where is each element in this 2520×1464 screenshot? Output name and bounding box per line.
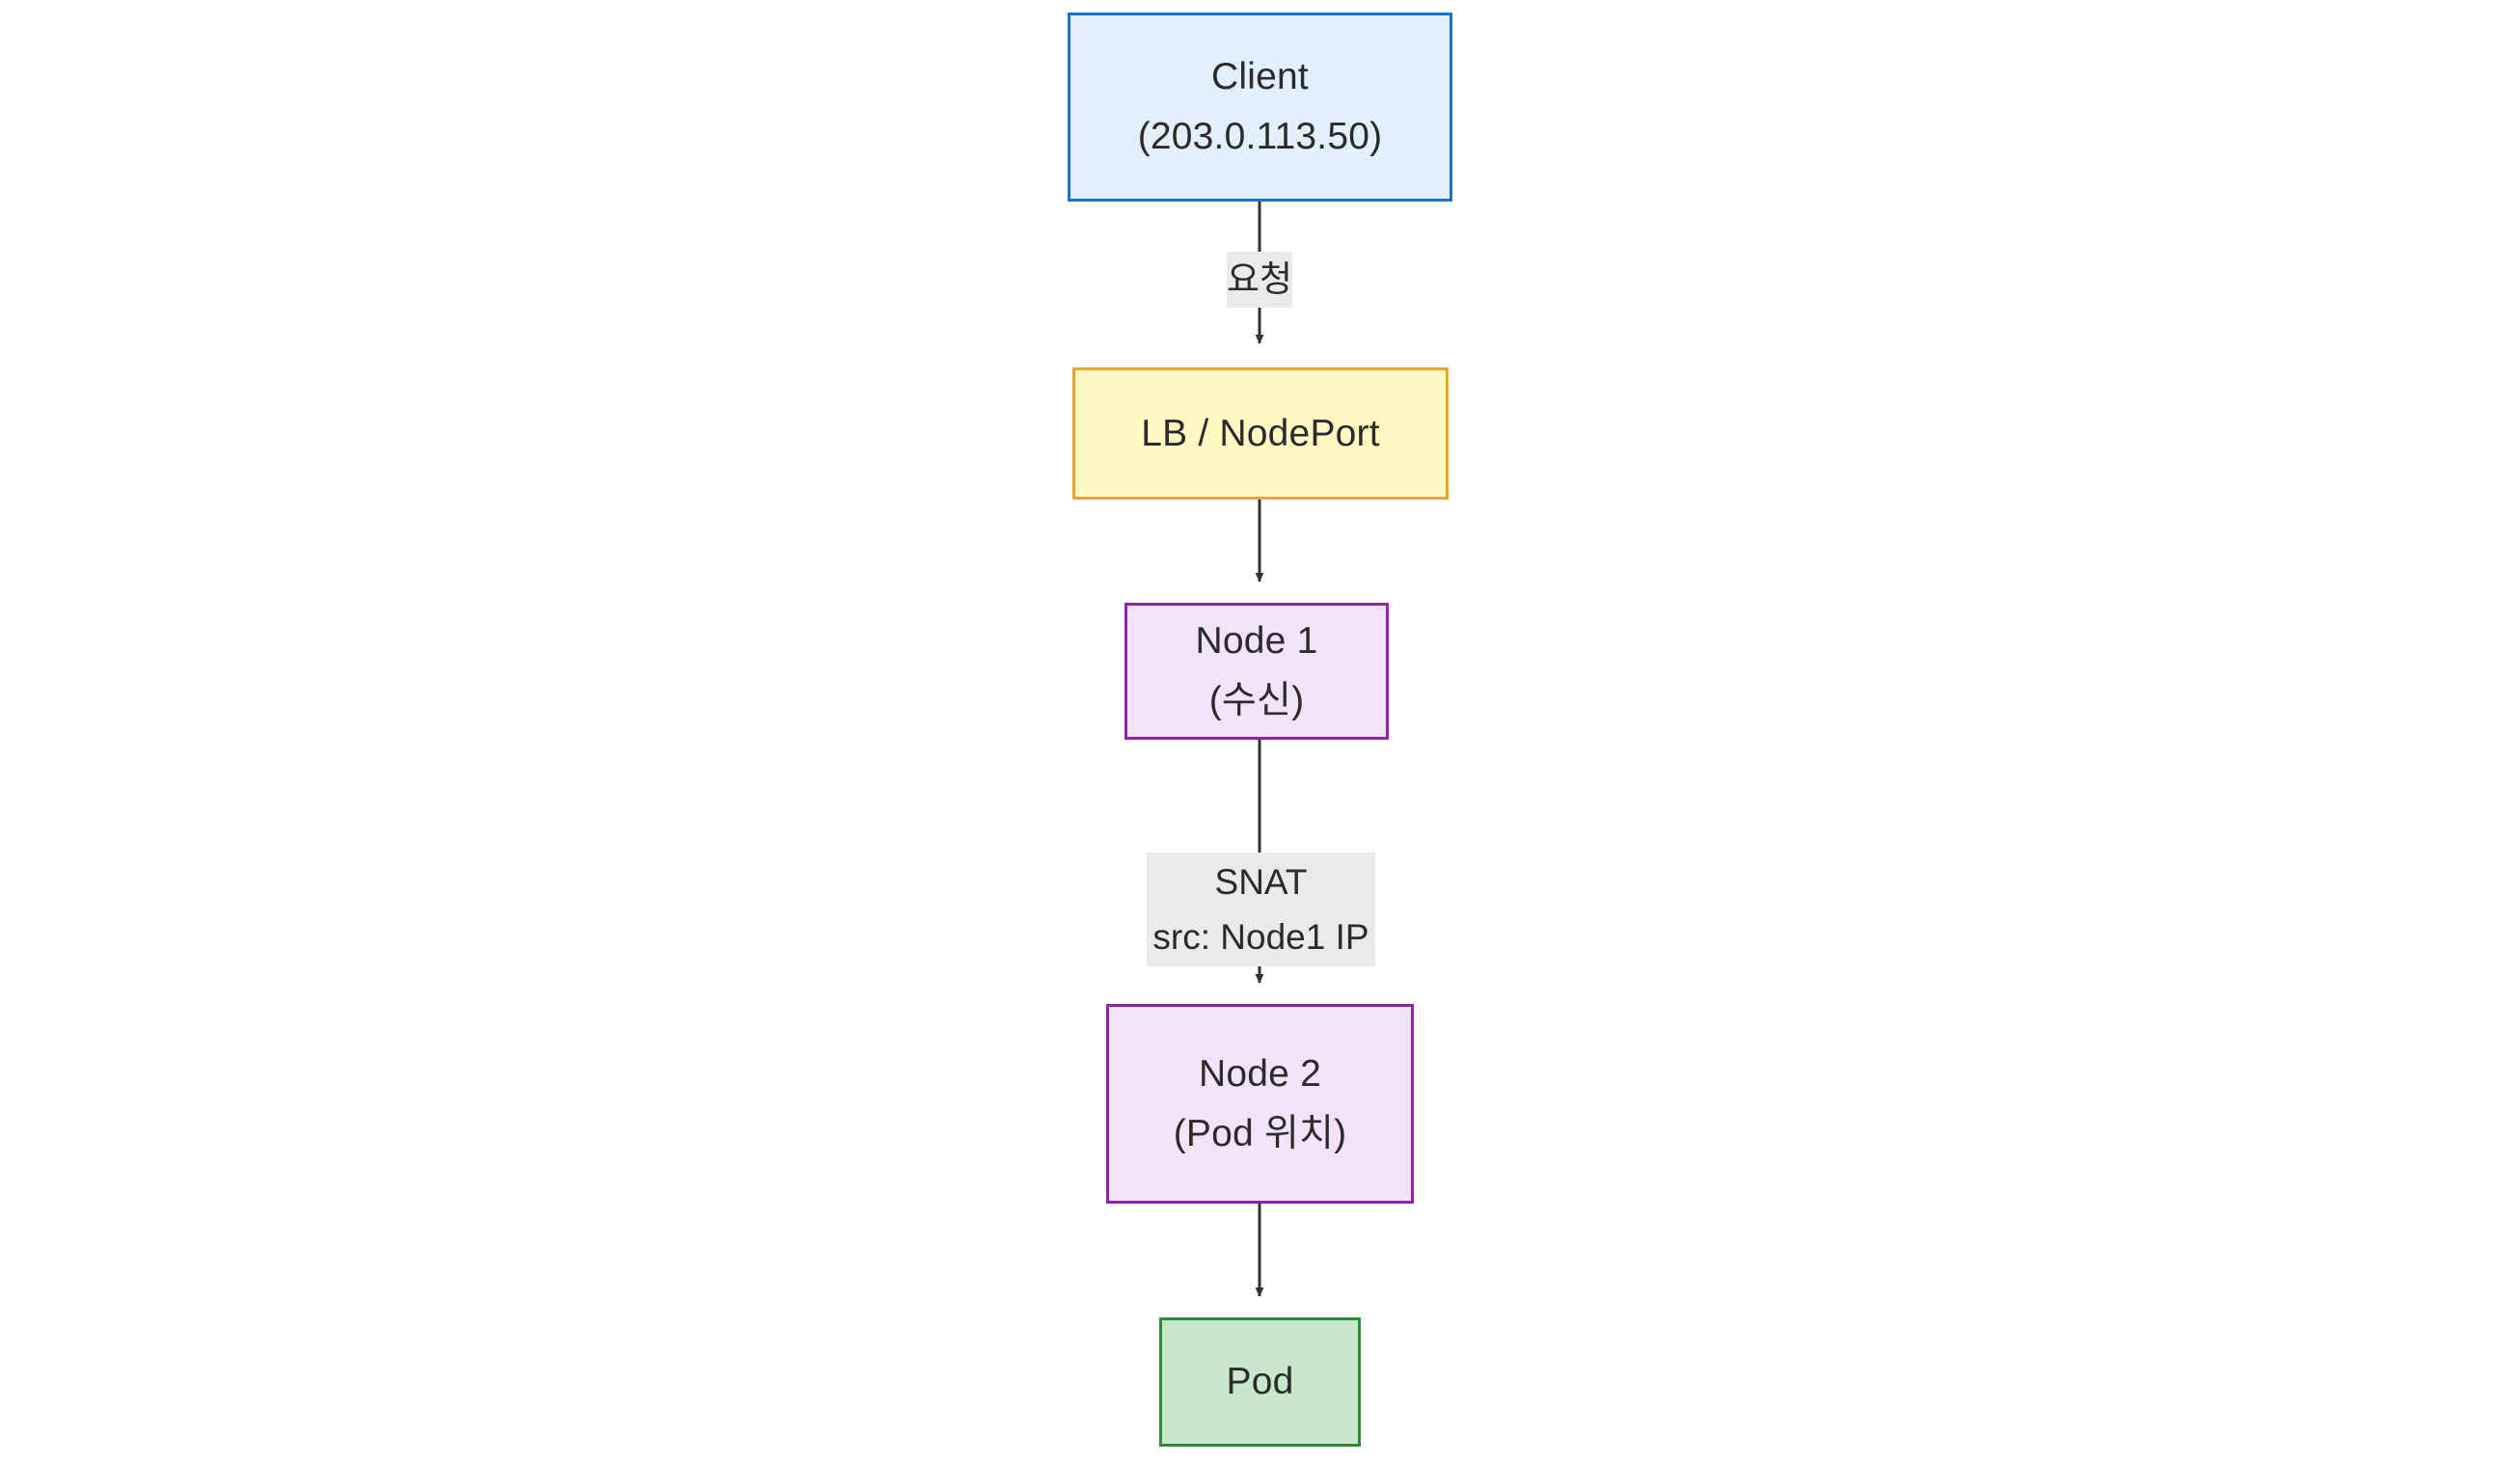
edge-label-snat-line-1: SNAT: [1214, 861, 1308, 902]
node-client-title: Client: [1211, 56, 1309, 98]
node-node1-title: Node 1: [1195, 620, 1318, 663]
edge-label-snat: SNAT src: Node1 IP: [1147, 853, 1375, 966]
node-pod-label: Pod: [1226, 1361, 1294, 1403]
node-pod[interactable]: Pod: [1159, 1317, 1361, 1447]
edge-label-request: 요청: [1227, 252, 1292, 308]
node-lb-nodeport[interactable]: LB / NodePort: [1072, 367, 1449, 500]
node-node1-subtitle: (수신): [1208, 680, 1305, 721]
node-client[interactable]: Client (203.0.113.50): [1068, 13, 1452, 202]
node-node1[interactable]: Node 1 (수신): [1125, 603, 1389, 740]
edge-label-snat-line-2: src: Node1 IP: [1152, 917, 1369, 957]
node-client-ip: (203.0.113.50): [1137, 116, 1383, 157]
edge-label-request-line-1: 요청: [1226, 259, 1293, 300]
node-node2[interactable]: Node 2 (Pod 위치): [1106, 1004, 1414, 1204]
node-node2-title: Node 2: [1199, 1052, 1321, 1095]
node-lb-label: LB / NodePort: [1141, 412, 1380, 454]
node-node2-subtitle: (Pod 위치): [1173, 1112, 1347, 1154]
